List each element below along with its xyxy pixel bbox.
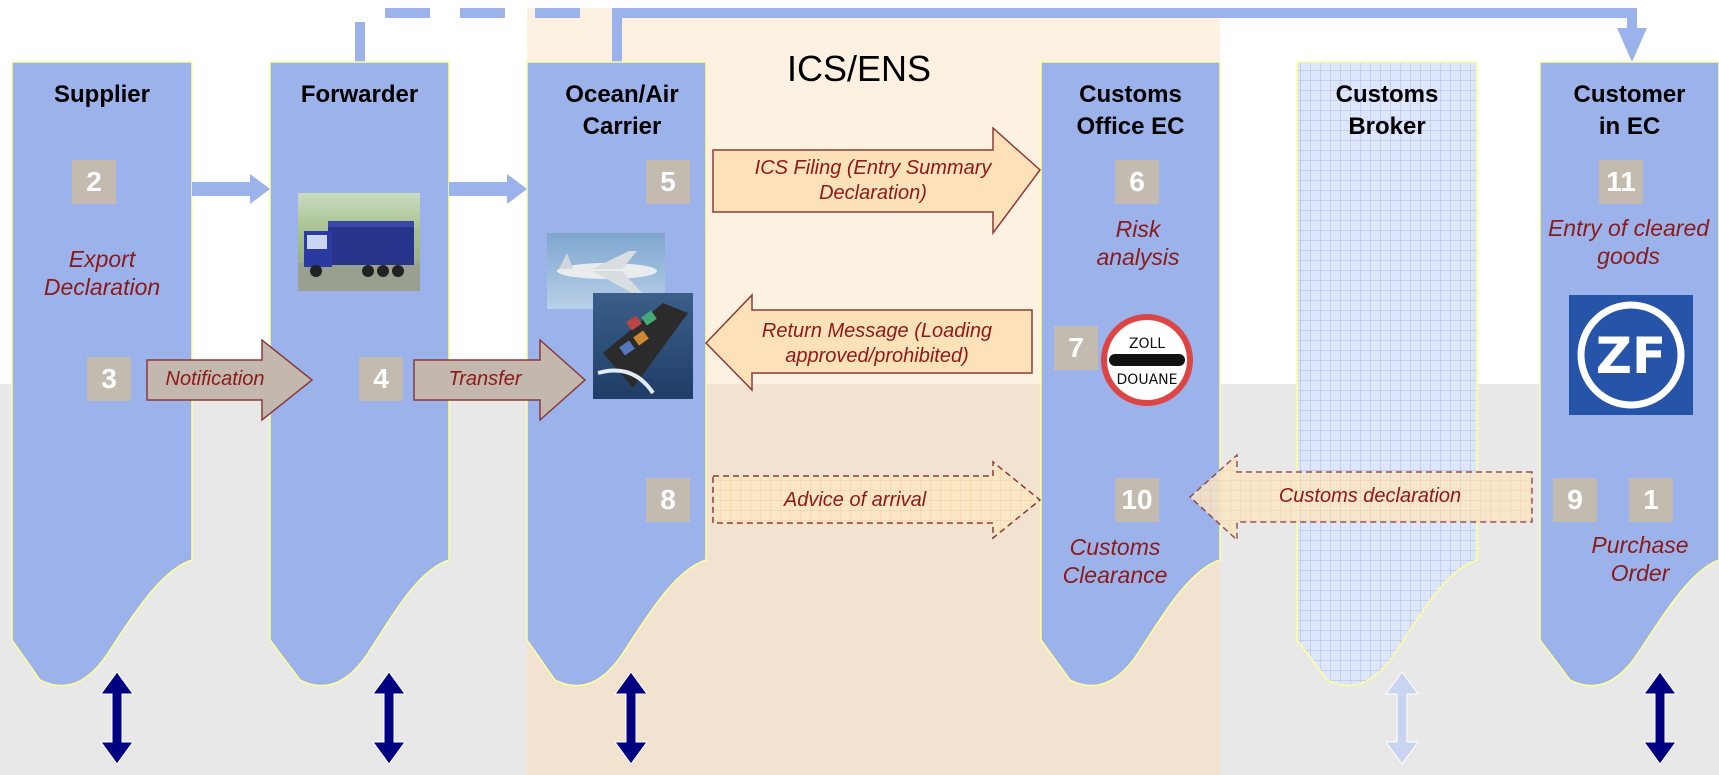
entry-cleared-goods-text: Entry of cleared goods — [1547, 215, 1710, 269]
zf-logo-text: ZF — [1596, 327, 1666, 385]
ics-filing-arrow — [712, 126, 1042, 236]
step-5-badge: 5 — [646, 160, 690, 204]
step-9-badge: 9 — [1553, 478, 1597, 522]
double-arrow-supplier — [100, 671, 134, 765]
step-2-badge: 2 — [72, 160, 116, 204]
double-arrow-customer — [1643, 671, 1677, 765]
customs-declaration-arrow — [1188, 453, 1533, 542]
step-11-badge: 11 — [1599, 160, 1643, 204]
customs-declaration-label: Customs declaration — [1278, 485, 1462, 507]
ics-filing-label: ICS Filing (Entry Summary Declaration) — [754, 157, 992, 204]
lane-title-customer: Customer in EC — [1573, 81, 1686, 140]
double-arrow-forwarder — [372, 671, 406, 765]
top-connector — [355, 8, 1647, 62]
step-1-badge: 1 — [1629, 478, 1673, 522]
ics-ens-title: ICS/ENS — [787, 48, 932, 89]
lane-title-carrier-text: Ocean/Air Carrier — [565, 81, 679, 140]
double-arrow-carrier — [614, 671, 648, 765]
step-7-badge: 7 — [1054, 326, 1098, 370]
return-message-arrow — [704, 293, 1033, 392]
douane-text: DOUANE — [1117, 372, 1178, 388]
zoll-text: ZOLL — [1129, 336, 1165, 352]
flow-arrows — [192, 174, 527, 204]
return-message-label: Return Message (Loading approved/prohibi… — [761, 320, 993, 367]
advice-of-arrival-arrow — [712, 460, 1042, 540]
step-8-badge: 8 — [646, 478, 690, 522]
truck-photo — [298, 193, 420, 291]
container-ship-photo — [593, 293, 693, 399]
lane-title-carrier: Ocean/Air Carrier — [527, 79, 706, 143]
lane-title-forwarder: Forwarder — [300, 81, 419, 108]
lane-broker — [1296, 61, 1478, 687]
advice-of-arrival-label: Advice of arrival — [783, 489, 927, 511]
export-declaration-text: Export Declaration — [43, 246, 161, 300]
double-arrow-broker — [1385, 671, 1419, 765]
transfer-arrow — [413, 338, 587, 422]
purchase-order-text: Purchase Order — [1591, 532, 1689, 586]
risk-analysis-text: Risk analysis — [1096, 216, 1180, 270]
step-3-badge: 3 — [87, 357, 131, 401]
zf-logo: ZF — [1569, 295, 1693, 415]
lane-title-broker: Customs Broker — [1335, 81, 1439, 140]
double-arrows — [100, 671, 1677, 765]
notification-arrow — [146, 338, 314, 422]
transfer-label: Transfer — [448, 368, 522, 390]
step-4-badge: 4 — [359, 357, 403, 401]
zoll-douane-sign: ZOLL DOUANE — [1099, 312, 1195, 408]
customs-clearance-text: Customs Clearance — [1062, 534, 1168, 588]
lane-title-customs-office: Customs Office EC — [1076, 81, 1185, 140]
notification-label: Notification — [165, 368, 265, 390]
step-10-badge: 10 — [1115, 478, 1159, 522]
lane-title-supplier: Supplier — [53, 81, 150, 108]
step-6-badge: 6 — [1115, 160, 1159, 204]
